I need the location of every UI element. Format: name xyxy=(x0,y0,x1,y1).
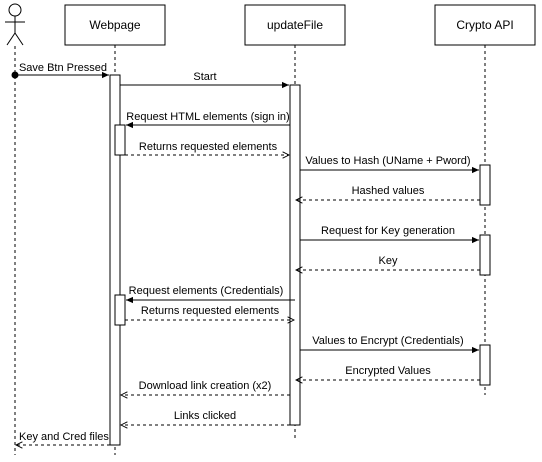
message-returns-requested-elements-2: Returns requested elements xyxy=(125,305,294,320)
message-label: Start xyxy=(193,71,216,83)
activation-webpage-2 xyxy=(114,294,126,326)
message-label: Request HTML elements (sign in) xyxy=(126,111,289,123)
message-request-html-elements: Request HTML elements (sign in) xyxy=(125,111,290,129)
message-values-to-encrypt: Values to Encrypt (Credentials) xyxy=(300,335,479,354)
actor-head-icon xyxy=(8,3,22,17)
message-label: Returns requested elements xyxy=(141,305,280,317)
message-save-btn-pressed: Save Btn Pressed xyxy=(11,62,109,79)
message-label: Request elements (Credentials) xyxy=(129,285,284,297)
message-label: Returns requested elements xyxy=(139,141,278,153)
participant-label: Crypto API xyxy=(456,18,513,32)
participant-webpage: Webpage xyxy=(64,4,166,46)
message-label: Download link creation (x2) xyxy=(139,380,272,392)
activation-webpage-main xyxy=(109,74,121,446)
message-label: Key and Cred files xyxy=(19,431,109,443)
message-label: Key xyxy=(379,255,398,267)
message-encrypted-values: Encrypted Values xyxy=(296,365,480,380)
message-label: Values to Encrypt (Credentials) xyxy=(312,335,463,347)
message-download-link-creation: Download link creation (x2) xyxy=(121,380,290,395)
message-label: Links clicked xyxy=(174,410,236,422)
message-label: Request for Key generation xyxy=(321,225,455,237)
message-request-key-generation: Request for Key generation xyxy=(300,225,479,244)
message-start: Start xyxy=(120,71,289,89)
activation-crypto-3 xyxy=(479,344,491,386)
message-label: Hashed values xyxy=(352,185,425,197)
message-label: Save Btn Pressed xyxy=(19,62,107,74)
participant-updatefile: updateFile xyxy=(244,4,346,46)
participant-crypto-api: Crypto API xyxy=(434,4,536,46)
activation-webpage-1 xyxy=(114,124,126,156)
participant-label: Webpage xyxy=(89,18,140,32)
message-label: Encrypted Values xyxy=(345,365,431,377)
message-values-to-hash: Values to Hash (UName + Pword) xyxy=(300,155,479,174)
message-returns-requested-elements-1: Returns requested elements xyxy=(125,141,289,155)
actor-leg-right-icon xyxy=(14,32,24,46)
message-links-clicked: Links clicked xyxy=(121,410,290,425)
message-request-elements-credentials: Request elements (Credentials) xyxy=(125,285,295,304)
activation-updatefile xyxy=(289,84,301,426)
activation-crypto-1 xyxy=(479,164,491,206)
actor xyxy=(5,3,25,46)
message-key-and-cred-files: Key and Cred files xyxy=(16,431,110,445)
actor-leg-left-icon xyxy=(6,32,16,46)
participant-label: updateFile xyxy=(267,18,323,32)
message-key: Key xyxy=(296,255,480,270)
message-hashed-values: Hashed values xyxy=(296,185,480,200)
activation-crypto-2 xyxy=(479,234,491,276)
message-label: Values to Hash (UName + Pword) xyxy=(305,155,470,167)
participant-box xyxy=(434,4,536,46)
participant-box xyxy=(64,4,166,46)
